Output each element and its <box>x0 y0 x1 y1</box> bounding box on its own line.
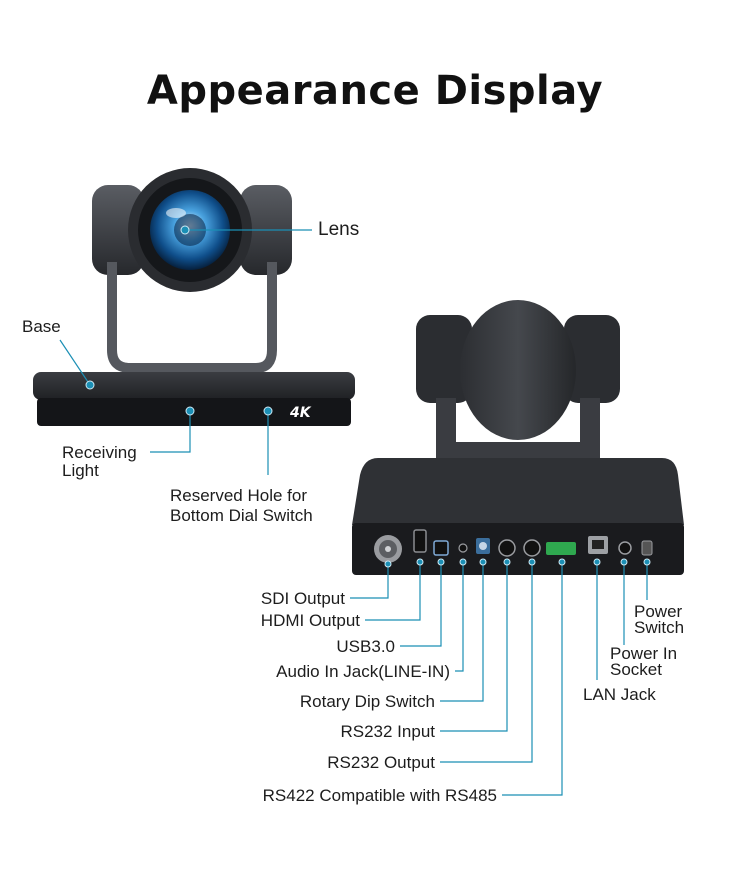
page-title: Appearance Display <box>146 68 604 114</box>
power-switch <box>641 540 653 556</box>
receiving-light-label-line1: Receiving <box>62 443 137 462</box>
rear-head-right <box>564 315 620 403</box>
power-in-label-line1: Power In <box>610 644 678 663</box>
callout-lines <box>59 229 648 796</box>
usb3-label: USB3.0 <box>336 637 395 656</box>
rear-yoke <box>436 398 600 460</box>
rs232-output-label: RS232 Output <box>327 753 435 772</box>
sdi-output-label: SDI Output <box>260 589 345 608</box>
reserved-hole-label-line1: Reserved Hole for <box>170 486 308 505</box>
rotary-dip-label: Rotary Dip Switch <box>299 692 435 711</box>
brand-4k-mark: 4K <box>289 405 312 421</box>
front-head-left <box>92 185 144 275</box>
audio-jack <box>458 543 468 553</box>
hdmi-port <box>413 529 427 553</box>
front-camera: 4K <box>33 168 355 426</box>
power-switch-label-line1: Power <box>634 602 683 621</box>
front-base-top <box>33 372 355 400</box>
rear-camera <box>352 300 684 575</box>
usb3-port <box>433 540 449 556</box>
lens-label: Lens <box>318 219 360 240</box>
power-in-socket <box>618 541 632 555</box>
base-label: Base <box>22 317 61 336</box>
rs232-input-label: RS232 Input <box>340 722 435 741</box>
rear-head-body <box>460 300 576 440</box>
rs422-label: RS422 Compatible with RS485 <box>262 786 497 805</box>
power-switch-label-line2: Switch <box>634 618 685 637</box>
front-yoke <box>107 262 277 373</box>
rear-base-top <box>352 458 684 525</box>
receiving-light-label-line2: Light <box>62 461 99 480</box>
lan-jack-label: LAN Jack <box>583 685 656 704</box>
callout-dots <box>85 225 651 568</box>
audio-in-label: Audio In Jack(LINE-IN) <box>276 662 450 681</box>
rs232-in-port <box>498 539 516 557</box>
rs232-out-port <box>523 539 541 557</box>
rs422-terminal <box>546 542 576 555</box>
reserved-hole-label-line2: Bottom Dial Switch <box>170 506 313 525</box>
hdmi-output-label: HDMI Output <box>260 611 360 630</box>
rear-head-left <box>416 315 472 403</box>
power-in-label-line2: Socket <box>610 660 662 679</box>
